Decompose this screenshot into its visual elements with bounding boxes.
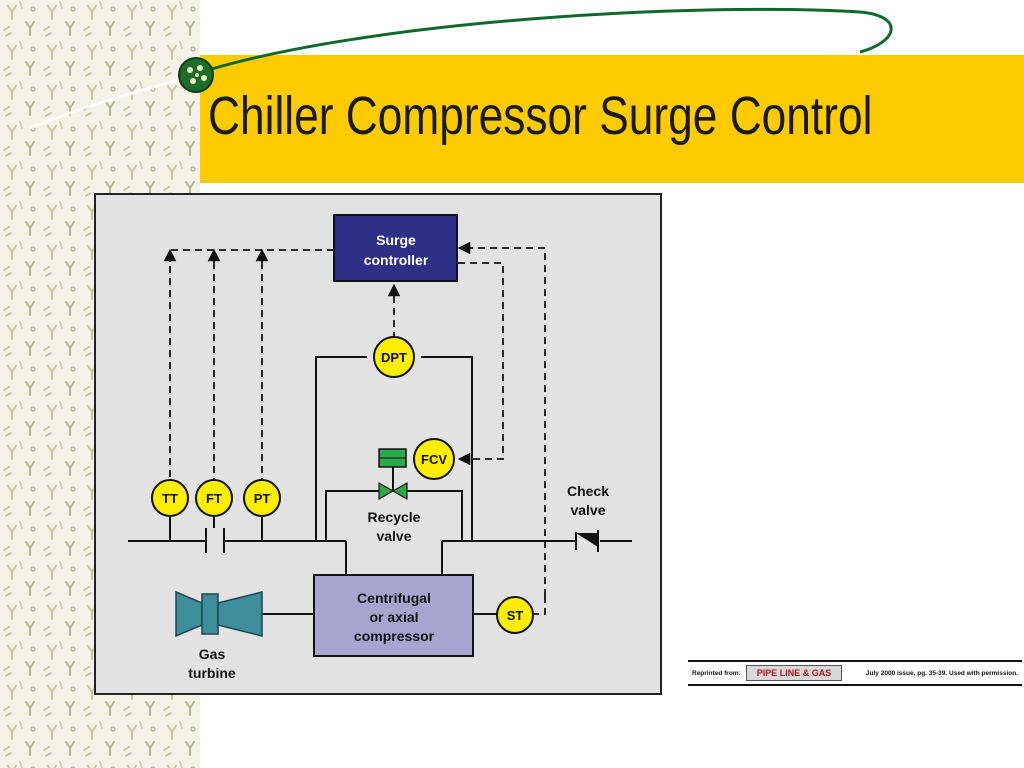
check-valve-label-line1: Check xyxy=(567,483,609,499)
dpt-label: DPT xyxy=(381,350,407,365)
ft-transmitter: FT xyxy=(195,479,233,517)
fcv-label: FCV xyxy=(421,452,447,467)
tt-transmitter: TT xyxy=(151,479,189,517)
fcv-actuator: FCV xyxy=(378,438,455,491)
pt-label: PT xyxy=(254,491,271,506)
slide-title: Chiller Compressor Surge Control xyxy=(208,86,873,146)
st-label: ST xyxy=(507,608,524,623)
gas-turbine-label-line1: Gas xyxy=(199,646,226,662)
st-transmitter: ST xyxy=(496,596,534,634)
reprint-credit-text: July 2000 issue, pg. 35-39. Used with pe… xyxy=(865,670,1018,677)
check-valve-label-line2: valve xyxy=(570,502,605,518)
recycle-valve-label-line1: Recycle xyxy=(368,509,421,525)
ft-label: FT xyxy=(206,491,222,506)
reprint-credit-bar: Reprinted from: PIPE LINE & GAS July 200… xyxy=(688,660,1022,686)
recycle-valve-label-line2: valve xyxy=(376,528,411,544)
globe-orb-icon xyxy=(178,57,214,93)
compressor-label-line1: Centrifugal xyxy=(357,590,431,606)
title-band xyxy=(200,55,1024,183)
transmitter-taps xyxy=(169,516,263,541)
compressor-label-line2: or axial xyxy=(369,609,418,625)
compressor-box: Centrifugal or axial compressor xyxy=(313,574,474,657)
tt-label: TT xyxy=(162,491,178,506)
surge-controller-label-line1: Surge xyxy=(376,232,416,248)
pipeline-gas-logo: PIPE LINE & GAS xyxy=(746,665,842,681)
compressor-label-line3: compressor xyxy=(354,628,435,644)
surge-controller-label-line2: controller xyxy=(364,252,429,268)
gas-turbine-label-line2: turbine xyxy=(188,665,236,681)
signal-lines xyxy=(163,241,546,615)
check-valve-icon xyxy=(575,530,599,552)
gas-turbine-icon xyxy=(175,590,263,638)
recycle-valve-icon xyxy=(378,481,408,501)
process-piping xyxy=(128,356,632,615)
reprint-label: Reprinted from: xyxy=(692,670,741,677)
dpt-transmitter: DPT xyxy=(373,336,415,378)
pt-transmitter: PT xyxy=(243,479,281,517)
surge-controller: Surge controller xyxy=(333,214,458,282)
